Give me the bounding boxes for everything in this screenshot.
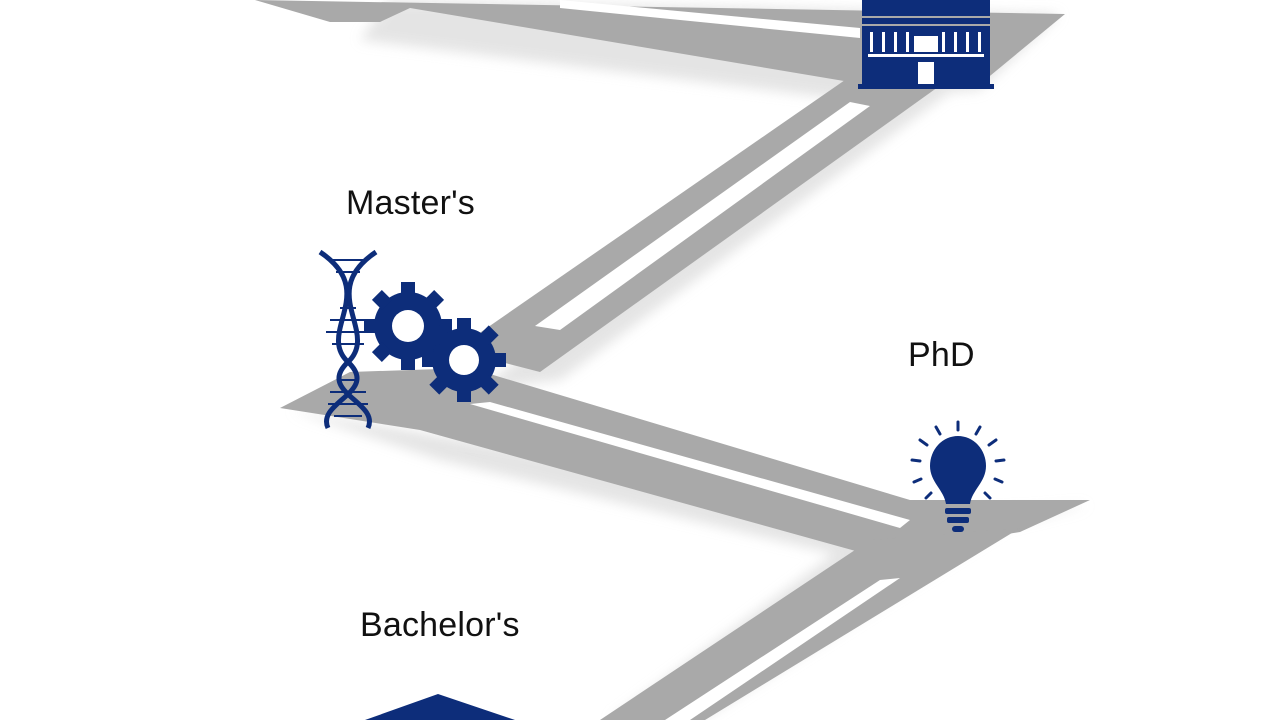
university-building-icon [858, 0, 994, 89]
graduation-cap-icon [365, 694, 515, 720]
road-segment-bottom-diagonal [600, 528, 1020, 720]
dna-helix-icon [318, 249, 378, 430]
masters-label: Master's [346, 184, 476, 222]
lightbulb-icon [910, 420, 1006, 532]
lane-markings [470, 0, 910, 720]
bachelors-label: Bachelor's [360, 606, 520, 644]
phd-label: PhD [908, 336, 975, 374]
